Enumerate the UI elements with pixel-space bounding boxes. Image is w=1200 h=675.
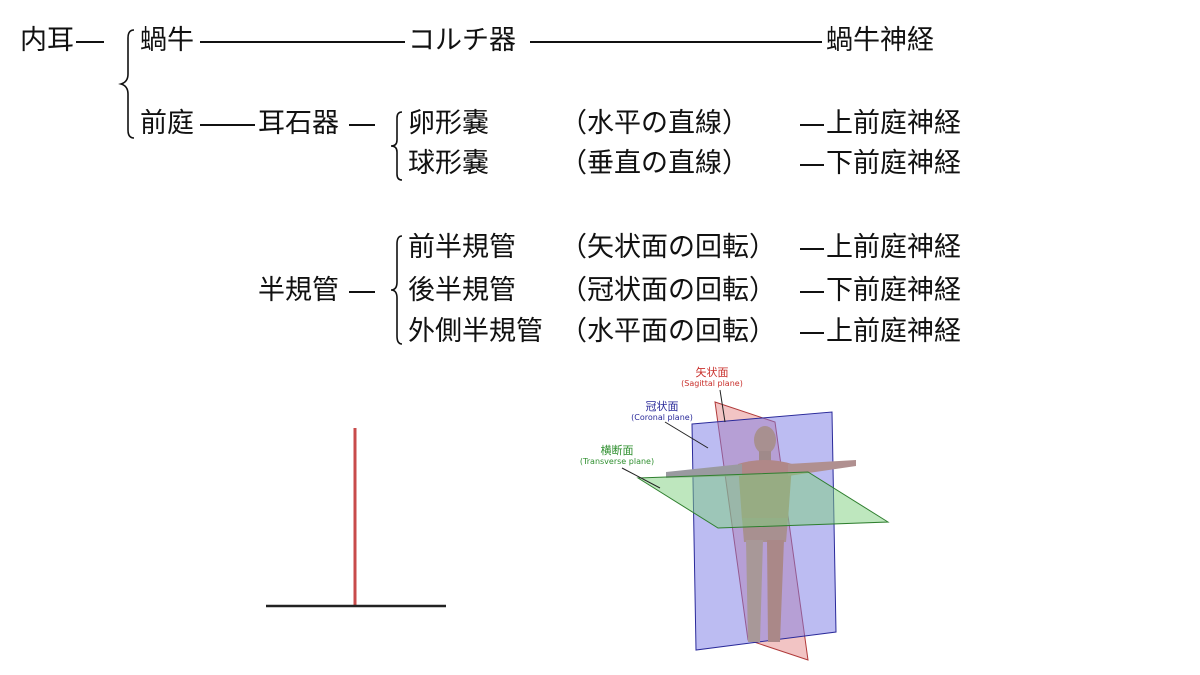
coronal-caption: 冠状面 (Coronal plane) xyxy=(622,400,702,423)
transverse-pointer xyxy=(621,467,661,489)
sagittal-pointer xyxy=(719,389,726,423)
otolith-brace xyxy=(390,111,403,181)
cochlea-label: 蝸牛 xyxy=(140,25,194,56)
saccule-plane: （垂直の直線） xyxy=(560,148,749,179)
inner-ear-label: 内耳 xyxy=(20,25,74,56)
saccule-nerve: 下前庭神経 xyxy=(826,148,961,179)
lateral-canal-plane: （水平面の回転） xyxy=(560,316,776,347)
coronal-pointer xyxy=(664,421,709,449)
connector-dash xyxy=(200,124,255,126)
connector-dash xyxy=(800,332,824,334)
otolith-organ-label: 耳石器 xyxy=(258,108,339,139)
transverse-caption: 横断面 (Transverse plane) xyxy=(572,444,662,467)
organ-of-corti-label: コルチ器 xyxy=(408,25,516,56)
connector-dash xyxy=(530,41,822,43)
connector-dash xyxy=(800,291,824,293)
connector-dash xyxy=(800,124,824,126)
posterior-canal-nerve: 下前庭神経 xyxy=(826,275,961,306)
vestibule-label: 前庭 xyxy=(140,108,194,139)
transverse-plane xyxy=(636,471,890,529)
cochlear-nerve-label: 蝸牛神経 xyxy=(826,25,934,56)
connector-dash xyxy=(800,164,824,166)
transverse-label-en: (Transverse plane) xyxy=(579,457,655,466)
connector-dash xyxy=(800,248,824,250)
utricle-label: 卵形嚢 xyxy=(408,108,489,139)
semicircular-brace xyxy=(390,235,403,345)
anatomical-planes-figure xyxy=(621,389,890,661)
coronal-label-en: (Coronal plane) xyxy=(631,413,693,422)
connector-dash xyxy=(349,291,375,293)
anterior-canal-plane: （矢状面の回転） xyxy=(560,232,776,263)
utricle-nerve: 上前庭神経 xyxy=(826,108,961,139)
anterior-canal-label: 前半規管 xyxy=(408,232,516,263)
sagittal-label-en: (Sagittal plane) xyxy=(681,379,743,388)
lateral-canal-label: 外側半規管 xyxy=(408,316,543,347)
perpendicular-lines-sketch xyxy=(266,428,446,608)
connector-dash xyxy=(76,41,104,43)
anterior-canal-nerve: 上前庭神経 xyxy=(826,232,961,263)
connector-dash xyxy=(200,41,405,43)
transverse-label-ja: 横断面 xyxy=(600,444,634,457)
posterior-canal-plane: （冠状面の回転） xyxy=(560,275,776,306)
connector-dash xyxy=(349,124,375,126)
coronal-label-ja: 冠状面 xyxy=(645,400,679,413)
inner-ear-brace xyxy=(118,29,135,139)
lateral-canal-nerve: 上前庭神経 xyxy=(826,316,961,347)
sagittal-label-ja: 矢状面 xyxy=(695,366,729,379)
sagittal-caption: 矢状面 (Sagittal plane) xyxy=(672,366,752,389)
semicircular-canal-label: 半規管 xyxy=(258,275,339,306)
posterior-canal-label: 後半規管 xyxy=(408,275,516,306)
utricle-plane: （水平の直線） xyxy=(560,108,749,139)
saccule-label: 球形嚢 xyxy=(408,148,489,179)
